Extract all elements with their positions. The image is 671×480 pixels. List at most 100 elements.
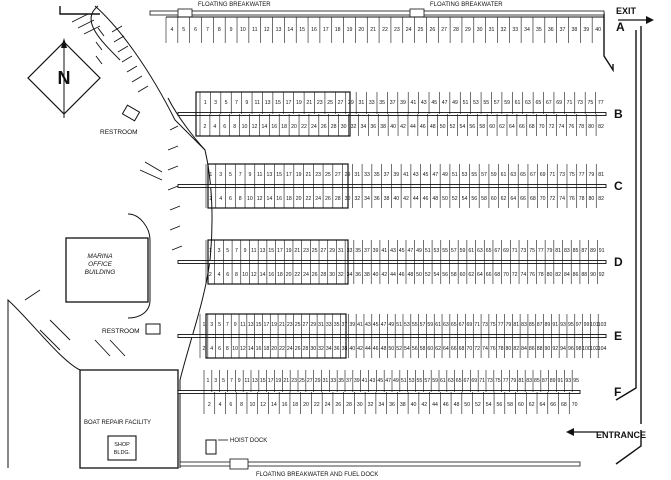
slip[interactable]: 58 [418,336,426,358]
slip[interactable]: 10 [240,262,248,284]
slip[interactable]: 10 [230,336,238,358]
slip[interactable]: 19 [274,370,282,392]
slip[interactable]: 3 [215,164,222,186]
slip[interactable]: 81 [595,164,604,186]
slip[interactable]: 8 [223,336,229,358]
slip[interactable]: 27 [437,17,447,43]
slip[interactable]: 14 [264,186,273,208]
slip[interactable]: 77 [496,314,504,336]
slip[interactable]: 64 [508,186,516,208]
slip[interactable]: 81 [512,314,519,336]
slip[interactable]: 26 [310,262,318,284]
slip[interactable]: 80 [504,336,512,358]
slip[interactable]: 79 [509,370,517,392]
slip[interactable]: 7 [231,240,238,262]
slip[interactable]: 9 [235,370,241,392]
slip[interactable]: 12 [249,114,258,136]
slip[interactable]: 32 [352,186,360,208]
slip[interactable]: 72 [547,186,555,208]
slip[interactable]: 13 [250,370,258,392]
slip[interactable]: 75 [566,164,575,186]
slip[interactable]: 25 [293,314,301,336]
slip[interactable]: 69 [470,370,477,392]
slip[interactable]: 50 [461,392,470,414]
slip[interactable]: 8 [234,186,242,208]
slip[interactable]: 55 [410,314,418,336]
slip[interactable]: 43 [418,92,427,114]
slip[interactable]: 24 [285,336,293,358]
slip[interactable]: 21 [303,92,312,114]
slip[interactable]: 25 [297,370,305,392]
slip[interactable]: 44 [407,114,416,136]
slip[interactable]: 95 [571,370,579,392]
slip[interactable]: 37 [381,164,390,186]
slip[interactable]: 87 [540,370,548,392]
slip[interactable]: 53 [459,164,468,186]
slip[interactable]: 33 [508,17,518,43]
slip[interactable]: 1 [203,370,209,392]
slip[interactable]: 70 [537,186,546,208]
slip[interactable]: 41 [407,92,416,114]
slip[interactable]: 28 [343,392,352,414]
slip[interactable]: 28 [301,336,309,358]
slip[interactable]: 2 [203,392,211,414]
slip[interactable]: 61 [466,240,474,262]
slip[interactable]: 34 [520,17,530,43]
slip[interactable]: 24 [313,186,321,208]
slip[interactable]: 11 [249,240,257,262]
slip[interactable]: 19 [283,240,292,262]
slip[interactable]: 31 [485,17,495,43]
slip[interactable]: 61 [512,92,521,114]
slip[interactable]: 71 [564,92,573,114]
slip[interactable]: 2 [205,186,212,208]
slip[interactable]: 54 [459,186,468,208]
slip[interactable]: 39 [352,370,360,392]
slip[interactable]: 31 [352,164,360,186]
slip[interactable]: 34 [361,186,370,208]
slip[interactable]: 70 [501,262,509,284]
slip[interactable]: 98 [574,336,582,358]
slip[interactable]: 30 [354,392,363,414]
slip[interactable]: 99 [582,314,590,336]
slip[interactable]: 89 [543,314,551,336]
slip[interactable]: 44 [429,392,438,414]
slip[interactable]: 34 [375,392,384,414]
slip[interactable]: 29 [313,370,321,392]
slip[interactable]: 5 [223,240,229,262]
slip[interactable]: 53 [470,92,479,114]
slip[interactable]: 7 [230,92,238,114]
slip[interactable]: 37 [387,92,396,114]
slip[interactable]: 64 [536,392,545,414]
slip[interactable]: 41 [400,164,409,186]
slip[interactable]: 29 [309,314,316,336]
slip[interactable]: 20 [355,17,364,43]
slip[interactable]: 63 [441,314,449,336]
slip[interactable]: 59 [501,92,510,114]
slip[interactable]: 17 [283,164,292,186]
slip[interactable]: 11 [248,17,258,43]
slip[interactable]: 35 [336,370,344,392]
slip[interactable]: 2 [199,336,205,358]
slip[interactable]: 50 [437,114,446,136]
slip[interactable]: 9 [240,240,247,262]
slip[interactable]: 57 [491,92,500,114]
slip[interactable]: 47 [379,314,387,336]
slip[interactable]: 76 [566,186,575,208]
slip[interactable]: 3 [207,314,213,336]
slip[interactable]: 27 [332,164,341,186]
slip[interactable]: 71 [547,164,555,186]
slip[interactable]: 91 [551,314,558,336]
slip[interactable]: 71 [477,370,485,392]
slip[interactable]: 68 [558,392,567,414]
slip[interactable]: 67 [462,370,470,392]
slip[interactable]: 46 [420,186,429,208]
slip[interactable]: 60 [486,114,495,136]
slip[interactable]: 16 [278,392,288,414]
slip[interactable]: 85 [527,314,535,336]
slip[interactable]: 23 [285,314,293,336]
slip[interactable]: 69 [553,92,562,114]
slip[interactable]: 5 [225,164,232,186]
slip[interactable]: 39 [397,92,406,114]
slip[interactable]: 27 [318,240,326,262]
slip[interactable]: 35 [353,240,361,262]
